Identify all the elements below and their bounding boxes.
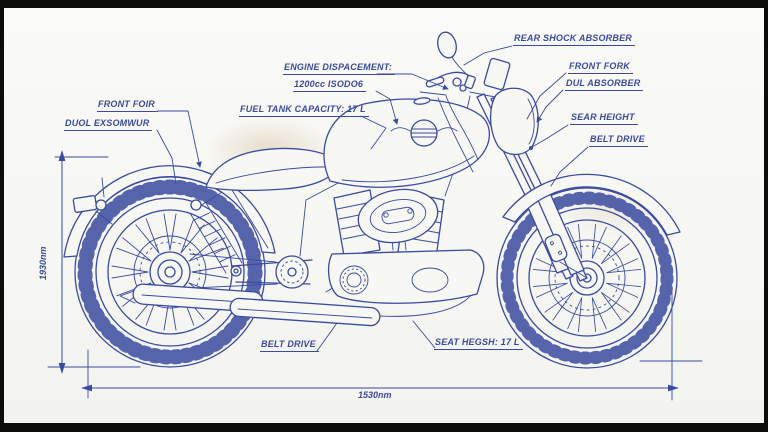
- leader-duol-exsomwur: [156, 129, 177, 185]
- mirror: [437, 31, 457, 59]
- callout-belt-drive-right: BELT DRIVE: [589, 134, 648, 147]
- dimension-lines: [47, 150, 703, 401]
- leader-displacement-value: [375, 90, 399, 125]
- callout-front-foir: FRONT FOIR: [97, 99, 158, 112]
- leader-lines: [156, 45, 589, 352]
- control-cable: [437, 97, 474, 173]
- mirror-stem: [451, 56, 469, 77]
- letterbox-left: [0, 0, 4, 432]
- front-wheel: [496, 187, 678, 369]
- leader-front-fork: [526, 72, 567, 120]
- grip: [425, 76, 445, 88]
- overall-length-label: 1530nm: [358, 390, 392, 400]
- callout-seat-hegsh: SEAT HEGSH: 17 L: [434, 337, 523, 350]
- callout-rear-shock-absorber: REAR SHOCK ABSORBER: [513, 33, 635, 46]
- leader-front-foir: [157, 110, 202, 168]
- brake-caliper: [544, 233, 568, 263]
- rear-wheel: [74, 176, 266, 368]
- callout-engine-displacement: ENGINE DISPACEMENT:: [283, 62, 395, 75]
- taillight: [72, 177, 113, 225]
- leader-rear-shock-absorber: [463, 45, 513, 66]
- callout-duol-exsomwur: DUOL EXSOMWUR: [64, 118, 153, 131]
- tank-emblem: [390, 119, 458, 147]
- leader-dul-absorber: [536, 89, 564, 123]
- fender-stay: [559, 261, 588, 279]
- seat: [205, 147, 343, 191]
- front-fender: [502, 173, 681, 236]
- engine: [327, 188, 485, 304]
- handlebar: [419, 31, 479, 173]
- letterbox-right: [764, 0, 768, 432]
- overall-height-label: 1930nm: [38, 246, 48, 280]
- callout-engine-displacement-value: 1200cc ISODO6: [293, 79, 367, 92]
- fuel-cap: [413, 97, 431, 105]
- callout-fuel-tank-capacity: FUEL TANK CAPACITY: 17 L: [239, 104, 369, 117]
- callout-dul-absorber: DUL ABSORBER: [565, 78, 644, 91]
- headlight: [489, 87, 539, 156]
- control-cable: [445, 95, 479, 161]
- rear-shock-spring: [189, 199, 243, 277]
- leader-fuel-tank-capacity: [360, 115, 387, 150]
- leader-belt-drive-bottom: [316, 322, 338, 352]
- letterbox-top: [0, 0, 768, 8]
- leader-seat-hegsh: [412, 320, 436, 349]
- exhaust-mufflers: [119, 255, 477, 327]
- letterbox-bottom: [0, 423, 768, 432]
- callout-sear-height: SEAR HEIGHT: [570, 112, 638, 125]
- callout-front-fork: FRONT FORK: [568, 61, 633, 74]
- swingarm-belt-drive: [189, 253, 313, 289]
- number-plate: [483, 57, 511, 91]
- leader-sear-height: [531, 124, 569, 148]
- leader-belt-drive-right: [550, 146, 589, 187]
- callout-belt-drive-bottom: BELT DRIVE: [260, 339, 319, 352]
- leader-dot: [529, 146, 533, 150]
